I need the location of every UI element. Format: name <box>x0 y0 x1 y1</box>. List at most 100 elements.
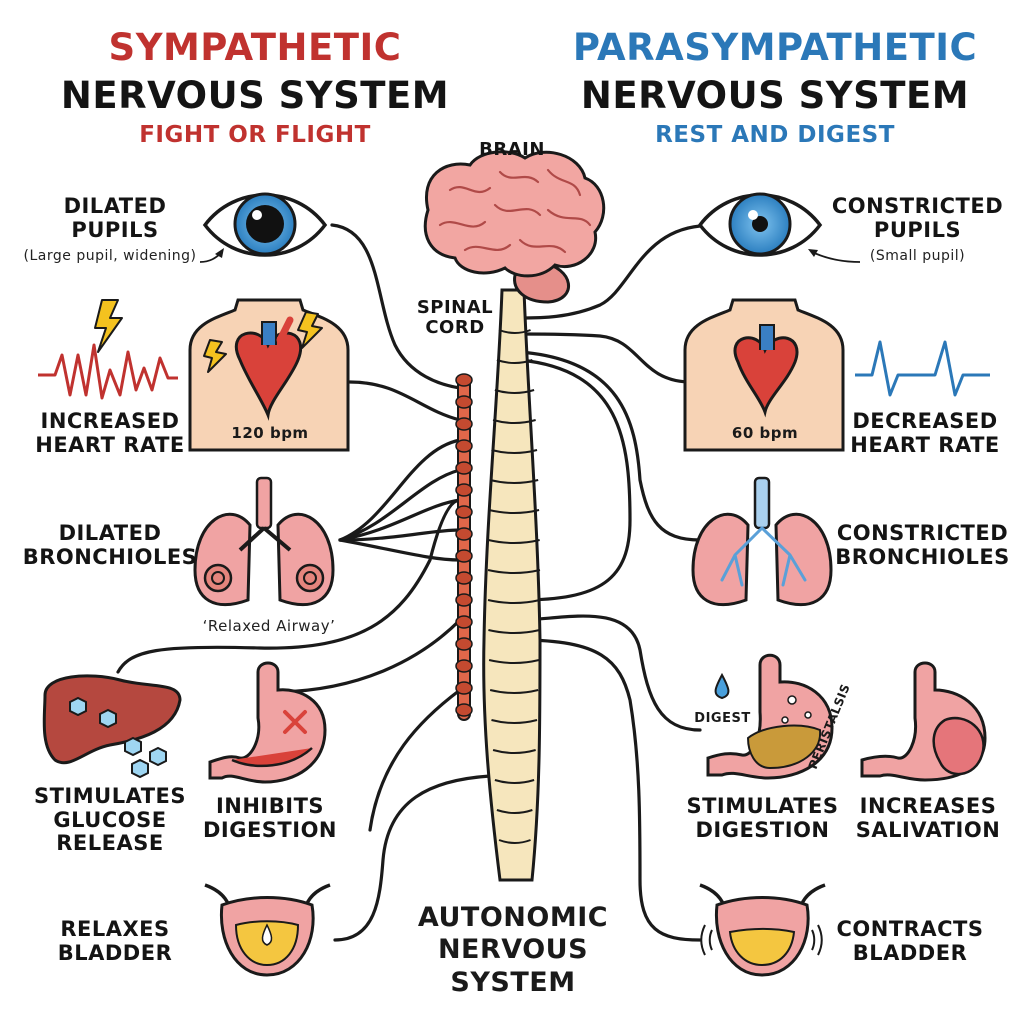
nerve-lungs-left-2 <box>338 468 462 542</box>
heart-rate-fast-value: 120 bpm <box>231 424 309 442</box>
arrowhead-left <box>215 248 224 258</box>
contracts-bladder-label: CONTRACTS BLADDER <box>835 917 985 965</box>
nerve-eye-right <box>518 224 702 320</box>
nerve-lungs-right <box>518 350 702 542</box>
inhibits-digestion-label: INHIBITS DIGESTION <box>195 794 345 842</box>
ganglion-node <box>455 593 473 607</box>
dilated-eye-icon <box>202 192 328 257</box>
decreased-heart-line2: HEART RATE <box>850 432 1000 457</box>
stim-digest-line2: DIGESTION <box>695 817 830 842</box>
constricted-pupils-line2: PUPILS <box>873 217 962 242</box>
relaxes-bladder-line2: BLADDER <box>57 940 173 965</box>
vertebra-band <box>488 659 540 664</box>
vertebra-band <box>488 539 540 544</box>
nerve-stomach-right-2 <box>518 638 702 942</box>
glucose-line3: RELEASE <box>56 831 164 856</box>
bladder-contracted-icon <box>699 883 826 977</box>
stimulates-glucose-label: STIMULATES GLUCOSE RELEASE <box>25 784 195 856</box>
nerve-stomach-right <box>518 614 702 732</box>
arrowhead-right <box>808 249 818 257</box>
ans-line1: AUTONOMIC <box>417 902 609 933</box>
nerve-heart-left <box>348 380 462 422</box>
decreased-heart-line1: DECREASED <box>852 409 998 433</box>
inhibits-digest-line1: INHIBITS <box>215 794 325 818</box>
dilated-bronch-line1: DILATED <box>58 521 162 545</box>
dilated-pupils-label: DILATED PUPILS <box>35 194 195 242</box>
ganglion-node <box>455 703 473 717</box>
spinal-cord <box>482 288 542 882</box>
ganglion-node <box>455 417 473 431</box>
spinal-label-line1: SPINAL <box>416 297 494 318</box>
relaxes-bladder-line1: RELAXES <box>60 917 170 941</box>
saliva-line1: INCREASES <box>859 794 997 818</box>
increased-heart-line2: HEART RATE <box>35 432 185 457</box>
stomach-inhibited-icon <box>208 661 327 784</box>
dilated-bronch-line2: BRONCHIOLES <box>22 544 198 569</box>
ganglion-node <box>455 615 473 629</box>
parasympathetic-subtitle: REST AND DIGEST <box>655 122 895 148</box>
vertebra-band <box>498 839 531 844</box>
nerve-stomach-left-2 <box>368 688 462 832</box>
constricted-bronch-line2: BRONCHIOLES <box>835 544 1010 569</box>
nerve-lungs-left-4 <box>338 528 462 542</box>
vertebra-band <box>496 359 533 364</box>
heart-rate-slow-value: 60 bpm <box>731 424 799 442</box>
vertebra-band <box>492 749 536 754</box>
dilated-pupils-line1: DILATED <box>63 194 167 218</box>
dilated-pupils-note: (Large pupil, widening) <box>23 248 197 264</box>
stim-digest-line1: STIMULATES <box>686 794 839 818</box>
constricted-bronchioles-label: CONSTRICTED BRONCHIOLES <box>830 521 1015 569</box>
nerve-lungs-left-5 <box>338 538 462 562</box>
stomach-stimulated-icon <box>706 653 834 780</box>
contracts-bladder-line2: BLADDER <box>852 940 968 965</box>
torso-heart-slow-icon <box>683 298 845 452</box>
ganglion-node <box>455 527 473 541</box>
constricted-pupils-note: (Small pupil) <box>869 248 966 264</box>
relaxes-bladder-label: RELAXES BLADDER <box>55 917 175 965</box>
sympathetic-title: SYMPATHETIC <box>108 26 402 69</box>
ganglion-node <box>455 659 473 673</box>
vertebra-band <box>494 389 535 394</box>
stimulates-digestion-label: STIMULATES DIGESTION <box>680 794 845 842</box>
autonomic-nervous-system-label: AUTONOMIC NERVOUS SYSTEM <box>400 902 626 999</box>
nerve-eye-left <box>330 223 462 390</box>
ganglion-node <box>455 505 473 519</box>
vertebra-band <box>494 779 535 784</box>
vertebra-band <box>487 569 541 574</box>
dilated-pupils-line2: PUPILS <box>71 217 159 242</box>
ganglion-node <box>455 571 473 585</box>
constricted-eye-icon <box>697 192 823 257</box>
glucose-line2: GLUCOSE <box>53 807 167 832</box>
nerve-lungs-left-3 <box>338 498 462 542</box>
vertebra-band <box>496 809 533 814</box>
ganglion-node <box>455 461 473 475</box>
constricted-lungs-icon <box>691 476 833 606</box>
heartbeat-fast-icon <box>38 343 178 400</box>
vertebra-band <box>487 599 541 604</box>
vertebra-band <box>489 479 539 484</box>
saliva-line2: SALIVATION <box>855 817 1001 842</box>
pointer-arrow-right <box>811 251 861 263</box>
brain-illustration <box>423 150 606 304</box>
sympathetic-title-line2: NERVOUS SYSTEM <box>60 74 450 117</box>
liver-icon <box>42 674 182 779</box>
vertebra-band <box>488 509 540 514</box>
sympathetic-chain <box>455 373 473 721</box>
ganglion-node <box>455 483 473 497</box>
vertebra-band <box>492 419 536 424</box>
increased-heart-line1: INCREASED <box>40 409 180 433</box>
heartbeat-slow-icon <box>855 340 990 397</box>
decreased-heart-rate-label: DECREASED HEART RATE <box>840 409 1010 457</box>
nerve-lungs-left-1 <box>338 438 462 542</box>
lightning-bolt-icon <box>94 299 323 373</box>
vertebra-band <box>498 329 531 334</box>
vertebra-band <box>489 689 539 694</box>
constricted-pupils-label: CONSTRICTED PUPILS <box>825 194 1010 242</box>
brain-label: BRAIN <box>479 139 545 160</box>
vertebra-band <box>488 629 540 634</box>
ganglion-node <box>455 395 473 409</box>
dilated-bronchioles-label: DILATED BRONCHIOLES <box>20 521 200 569</box>
spinal-cord-label: SPINAL CORD <box>400 297 510 339</box>
spinal-label-line2: CORD <box>425 317 485 339</box>
